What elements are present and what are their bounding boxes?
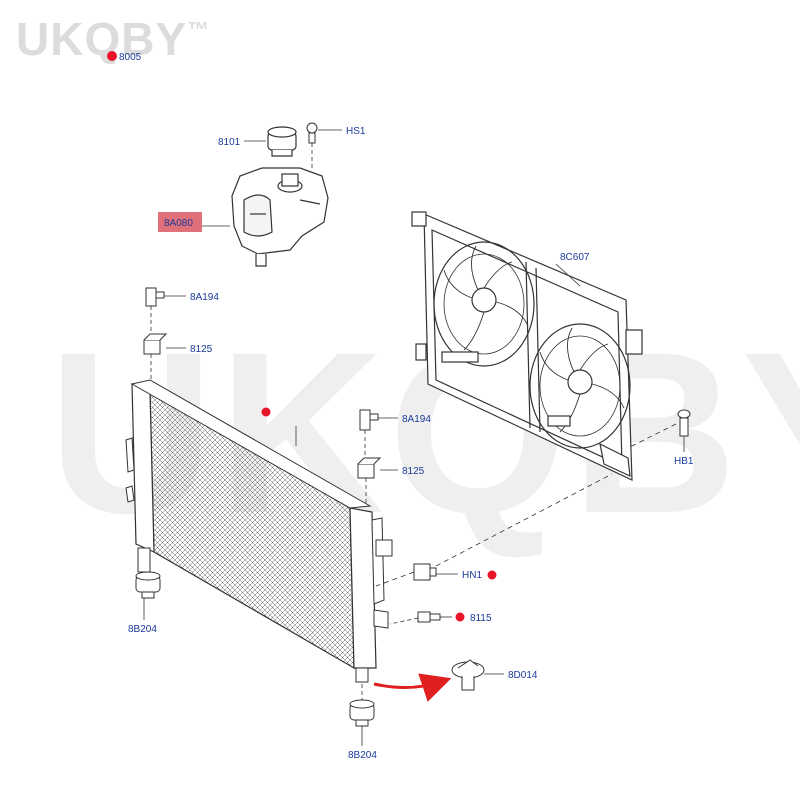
clip-8A194-right <box>359 409 379 431</box>
callout-8115[interactable]: 8115 <box>470 613 492 624</box>
callout-8125-right[interactable]: 8125 <box>402 466 425 477</box>
callout-8B204-left[interactable]: 8B204 <box>128 624 157 635</box>
callout-8B204-bottom[interactable]: 8B204 <box>348 750 377 761</box>
sensor-8115 <box>417 611 441 623</box>
callout-HN1[interactable]: HN1 <box>462 570 482 581</box>
clip-8A194-left <box>145 287 165 307</box>
connector-hn1 <box>413 563 437 581</box>
screw-hs1 <box>306 122 318 144</box>
marker-dot-8115 <box>455 612 465 622</box>
callout-8005[interactable]: 8005 <box>119 52 142 63</box>
callout-8A194-right[interactable]: 8A194 <box>402 414 431 425</box>
callout-8125-left[interactable]: 8125 <box>190 344 213 355</box>
callout-8D014[interactable]: 8D014 <box>508 670 538 681</box>
marker-dot-radiator <box>261 407 271 417</box>
watermark-small: UKQBY™ <box>16 13 211 65</box>
fan-shroud <box>411 211 643 481</box>
bolt-hb1 <box>677 409 691 437</box>
mount-8B204-bottom <box>349 699 375 727</box>
reservoir-cap <box>267 126 297 157</box>
callout-HB1[interactable]: HB1 <box>674 456 694 467</box>
marker-dot-HN1 <box>487 570 497 580</box>
highlight-8A080 <box>158 212 202 232</box>
radiator <box>125 379 393 683</box>
mount-8B204-left <box>135 571 161 599</box>
marker-dot-8005 <box>107 51 117 61</box>
bracket-8125-right <box>357 457 382 479</box>
bracket-8125-left <box>143 333 168 355</box>
callout-HS1[interactable]: HS1 <box>346 126 366 137</box>
callout-8A194-left[interactable]: 8A194 <box>190 292 219 303</box>
plug-8D014 <box>451 659 485 691</box>
callout-8C607[interactable]: 8C607 <box>560 252 590 263</box>
red-arrow <box>373 673 452 702</box>
callout-8101[interactable]: 8101 <box>218 137 241 148</box>
coolant-reservoir <box>231 167 329 267</box>
callout-8A080[interactable]: 8A080 <box>164 218 193 229</box>
